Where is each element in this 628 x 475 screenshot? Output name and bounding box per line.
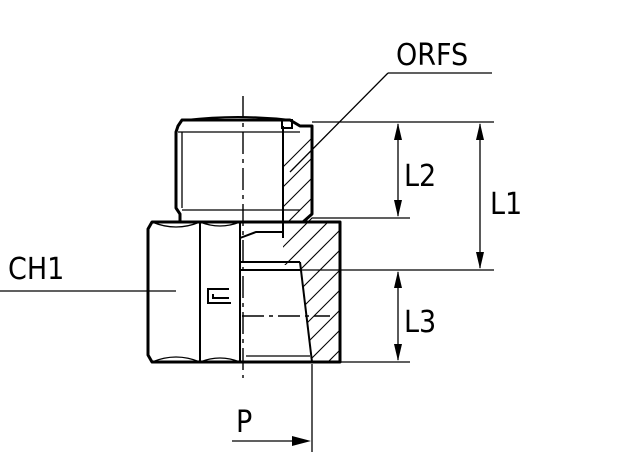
o-ring [281,119,293,129]
stem-outline [174,118,314,224]
hex-chamfer-top-left [151,221,201,228]
hex-chamfer-bot-mid [199,357,241,363]
label-orfs: ORFS [396,38,468,73]
bore-cone [239,231,283,239]
hex-body-outline [146,220,342,364]
label-ch1: CH1 [8,252,64,287]
dimension-l3 [312,271,410,363]
label-l2: L2 [404,159,436,194]
dimension-l1 [300,121,494,271]
o-ring-groove [185,116,291,121]
callout-p [232,364,313,452]
chamber-taper [299,261,313,363]
label-l3: L3 [404,305,436,340]
brand-mark-icon [207,288,231,304]
dimension-l2 [312,123,410,219]
leader-orfs [289,72,492,173]
section-hatch-top [283,122,312,222]
hex-chamfer-top-mid [199,221,241,227]
label-l1: L1 [490,187,522,222]
label-p: P [236,405,252,440]
fitting-body [146,116,342,364]
hex-chamfer-bot-left [151,356,201,363]
